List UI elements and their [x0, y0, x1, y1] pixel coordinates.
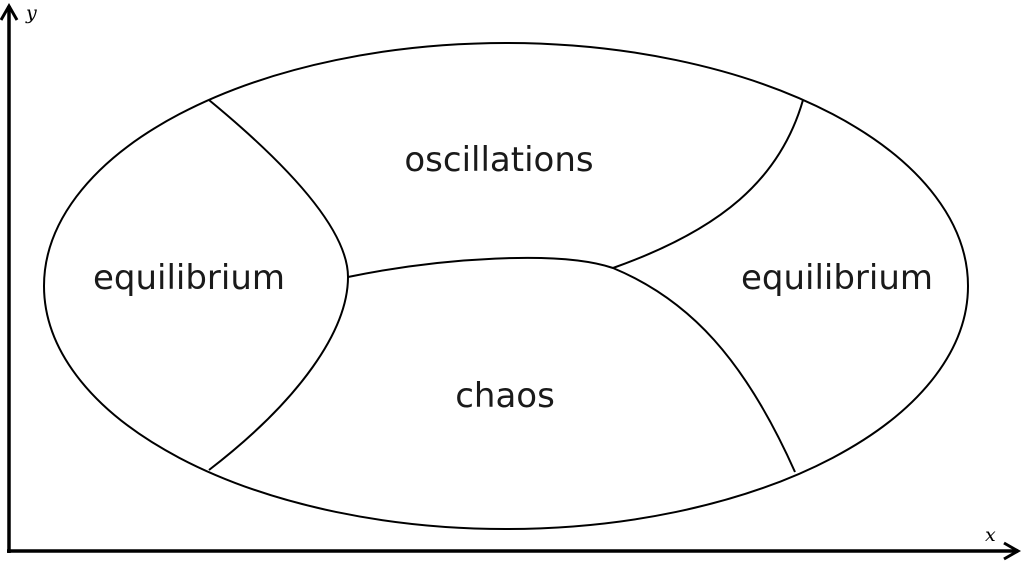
right-boundary-curve — [612, 99, 804, 269]
region-labels: oscillations equilibrium equilibrium cha… — [93, 140, 933, 416]
equilibrium-left-label: equilibrium — [93, 258, 285, 298]
x-axis-label: x — [985, 524, 996, 546]
outer-ellipse — [43, 42, 969, 530]
y-axis-arrowhead — [0, 2, 19, 21]
y-axis-label: y — [25, 2, 37, 24]
chaos-label: chaos — [455, 376, 555, 416]
oscillations-label: oscillations — [404, 140, 593, 180]
region-boundaries — [208, 99, 804, 473]
middle-boundary-curve — [347, 256, 796, 473]
x-axis-arrowhead — [1003, 541, 1022, 561]
equilibrium-right-label: equilibrium — [741, 258, 933, 298]
